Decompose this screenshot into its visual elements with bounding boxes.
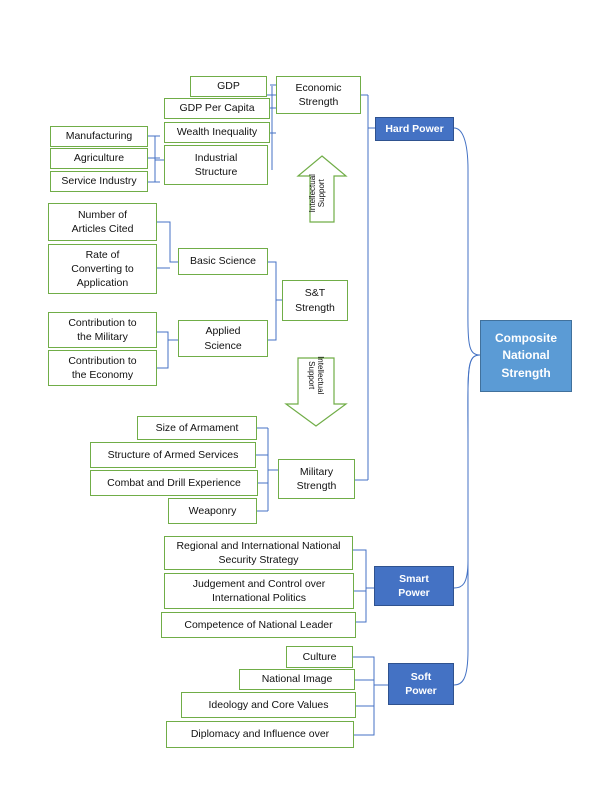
down-arrow: [284, 357, 348, 427]
applied-science-node: Applied Science: [178, 320, 268, 357]
manufacturing-node: Manufacturing: [50, 126, 148, 147]
culture-node: Culture: [286, 646, 353, 668]
competence-leader-node: Competence of National Leader: [161, 612, 356, 638]
structure-armed-node: Structure of Armed Services: [90, 442, 256, 468]
military-strength-node: Military Strength: [278, 459, 355, 499]
economic-strength-node: Economic Strength: [276, 76, 361, 114]
wealth-inequality-node: Wealth Inequality: [164, 122, 270, 143]
service-industry-node: Service Industry: [50, 171, 148, 192]
connector-economic: [267, 84, 276, 134]
connector-st: [268, 261, 282, 341]
connector-composite-smart: [453, 354, 481, 589]
diplomacy-node: Diplomacy and Influence over: [166, 721, 354, 748]
articles-cited-node: Number of Articles Cited: [48, 203, 157, 241]
judgement-control-node: Judgement and Control over International…: [164, 573, 354, 609]
connector-soft: [353, 656, 388, 736]
agriculture-node: Agriculture: [50, 148, 148, 169]
size-armament-node: Size of Armament: [137, 416, 257, 440]
national-image-node: National Image: [239, 669, 355, 690]
gdp-per-capita-node: GDP Per Capita: [164, 98, 270, 119]
regional-security-node: Regional and International National Secu…: [164, 536, 353, 570]
connector-applied: [157, 331, 178, 369]
connector-hard-bracket: [347, 94, 375, 481]
connector-composite-hard: [453, 127, 481, 356]
industrial-structure-node: Industrial Structure: [164, 145, 268, 185]
basic-science-node: Basic Science: [178, 248, 268, 275]
ideology-node: Ideology and Core Values: [181, 692, 356, 718]
hard-power-node: Hard Power: [375, 117, 454, 141]
smart-power-node: Smart Power: [374, 566, 454, 606]
contribution-military-node: Contribution to the Military: [48, 312, 157, 348]
connector-industrial: [148, 135, 164, 183]
st-strength-node: S&T Strength: [282, 280, 348, 321]
rate-converting-node: Rate of Converting to Application: [48, 244, 157, 294]
connector-military: [256, 427, 278, 512]
up-arrow-label: Intellectual Support: [307, 174, 326, 213]
connector-basic: [157, 221, 178, 269]
up-arrow: [296, 155, 348, 223]
combat-drill-node: Combat and Drill Experience: [90, 470, 258, 496]
down-arrow-label: Intellectual Support: [307, 356, 326, 395]
contribution-economy-node: Contribution to the Economy: [48, 350, 157, 386]
gdp-node: GDP: [190, 76, 267, 97]
weaponry-node: Weaponry: [168, 498, 257, 524]
connector-composite-soft: [453, 354, 481, 686]
composite-national-strength-node: Composite National Strength: [480, 320, 572, 392]
soft-power-node: Soft Power: [388, 663, 454, 705]
connector-smart: [353, 549, 374, 623]
